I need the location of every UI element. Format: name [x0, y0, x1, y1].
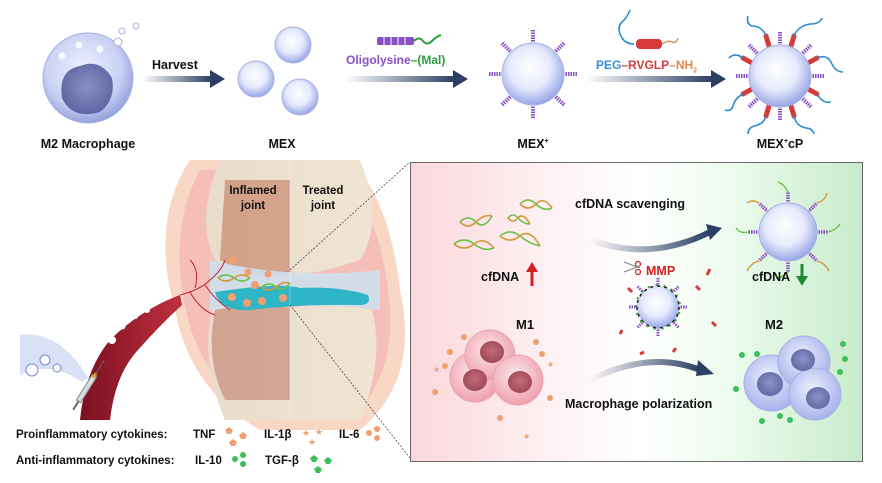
il6-circle-icon — [366, 426, 380, 441]
peptide-conjugation-arrow — [585, 76, 713, 82]
tgfb-pentagon-icon — [310, 455, 332, 473]
legend-il10-label: IL-10 — [195, 455, 222, 467]
il1b-star-icon: ★★★ — [302, 427, 323, 447]
injected-nanoparticles — [25, 354, 62, 377]
svg-text:★: ★ — [315, 427, 323, 437]
svg-text:★: ★ — [547, 360, 554, 369]
mex-plus-cp-icon — [724, 15, 844, 135]
treated-joint-label-line2: joint — [310, 200, 336, 212]
cfdna-left-label: cfDNA — [481, 270, 520, 284]
legend-pro-title: Proinflammatory cytokines: — [16, 429, 168, 441]
svg-text:★: ★ — [523, 432, 530, 441]
stage-label-mex-plus-text: MEX — [517, 137, 545, 151]
harvest-label: Harvest — [152, 58, 198, 72]
free-cfdna-icon — [453, 199, 553, 251]
legend-il1b-label: IL-1β — [264, 429, 292, 441]
svg-text:★: ★ — [433, 365, 440, 374]
nh2-subscript: 2 — [693, 67, 698, 75]
legend-anti-title: Anti-inflammatory cytokines: — [16, 455, 175, 467]
stage-label-mex-plus: MEX+ — [517, 137, 548, 151]
cleaved-peptide-fragments — [618, 268, 718, 356]
cfdna-scavenging-label: cfDNA scavenging — [575, 197, 685, 211]
m1-label: M1 — [516, 317, 535, 332]
inflamed-joint-label-line1: Inflamed — [229, 185, 277, 197]
rvglp-text: –RVGLP — [621, 58, 670, 72]
m1-macrophages-icon: ★ ★ ★ — [432, 329, 554, 441]
mechanism-graphics: ★ ★ ★ — [432, 181, 848, 441]
top-flow-graphics — [42, 9, 844, 135]
blood-vessel — [80, 295, 182, 420]
m2-macrophage-icon — [42, 22, 140, 124]
cfdna-right-label: cfDNA — [752, 270, 791, 284]
stage-label-m2-macrophage: M2 Macrophage — [40, 137, 136, 151]
oligolysine-mal-label: Oligolysine–(Mal) — [346, 53, 445, 67]
superscript: + — [783, 137, 788, 145]
conjugation-arrow — [345, 76, 455, 82]
treated-joint-label: Treated joint — [303, 184, 344, 214]
inflamed-joint-label: Inflamed joint — [229, 184, 276, 214]
oligolysine-icon — [377, 34, 442, 45]
joint-illustration — [20, 160, 411, 459]
inflamed-joint-label-line2: joint — [240, 200, 266, 212]
m2-macrophages-icon — [733, 335, 848, 424]
harvest-arrow — [142, 76, 212, 82]
peg-text: PEG — [596, 58, 622, 72]
cartilage — [215, 285, 369, 311]
m2-label: M2 — [765, 317, 784, 332]
treated-joint-label-line1: Treated — [302, 185, 344, 197]
cfdna-increase-arrow-icon — [526, 262, 538, 286]
stage-label-mex-plus-cp: MEX+cP — [757, 137, 803, 151]
legend-tnf-label: TNF — [193, 429, 216, 441]
scavenger-with-cfdna-icon — [735, 181, 841, 279]
svg-text:★: ★ — [302, 428, 310, 438]
mmp-cleaved-nanoparticle-icon — [628, 277, 688, 337]
polarization-arrow — [588, 359, 702, 383]
svg-text:★: ★ — [308, 437, 316, 447]
scissors-icon — [623, 260, 642, 276]
syringe-icon — [72, 360, 105, 411]
nh-text: –NH — [669, 58, 694, 72]
stage-label-mex: MEX — [268, 137, 296, 151]
macrophage-polarization-label: Macrophage polarization — [565, 397, 713, 411]
legend-tgfb-label: TGF-β — [265, 455, 299, 467]
peg-rvglp-icon — [618, 9, 679, 49]
peg-rvglp-nh2-label: PEG–RVGLP–NH2 — [596, 58, 697, 74]
femur-bone — [206, 160, 373, 276]
mal-text: –(Mal) — [410, 53, 446, 67]
tibia-bone — [208, 304, 377, 420]
stage-label-mex-plus-cp-text: MEX — [756, 137, 784, 151]
cfdna-decrease-arrow-icon — [796, 264, 808, 286]
mex-plus-icon — [489, 30, 577, 118]
mex-vesicles-icon — [237, 26, 319, 116]
tnf-pentagon-icon — [225, 427, 247, 446]
mmp-label: MMP — [646, 264, 676, 278]
oligolysine-text: Oligolysine — [346, 53, 411, 67]
superscript: + — [544, 137, 549, 145]
legend-symbols: ★★★ — [225, 426, 380, 473]
suffix: cP — [787, 137, 804, 151]
il10-circle-icon — [232, 452, 246, 467]
legend-il6-label: IL-6 — [339, 429, 360, 441]
scavenging-arrow — [588, 229, 712, 253]
